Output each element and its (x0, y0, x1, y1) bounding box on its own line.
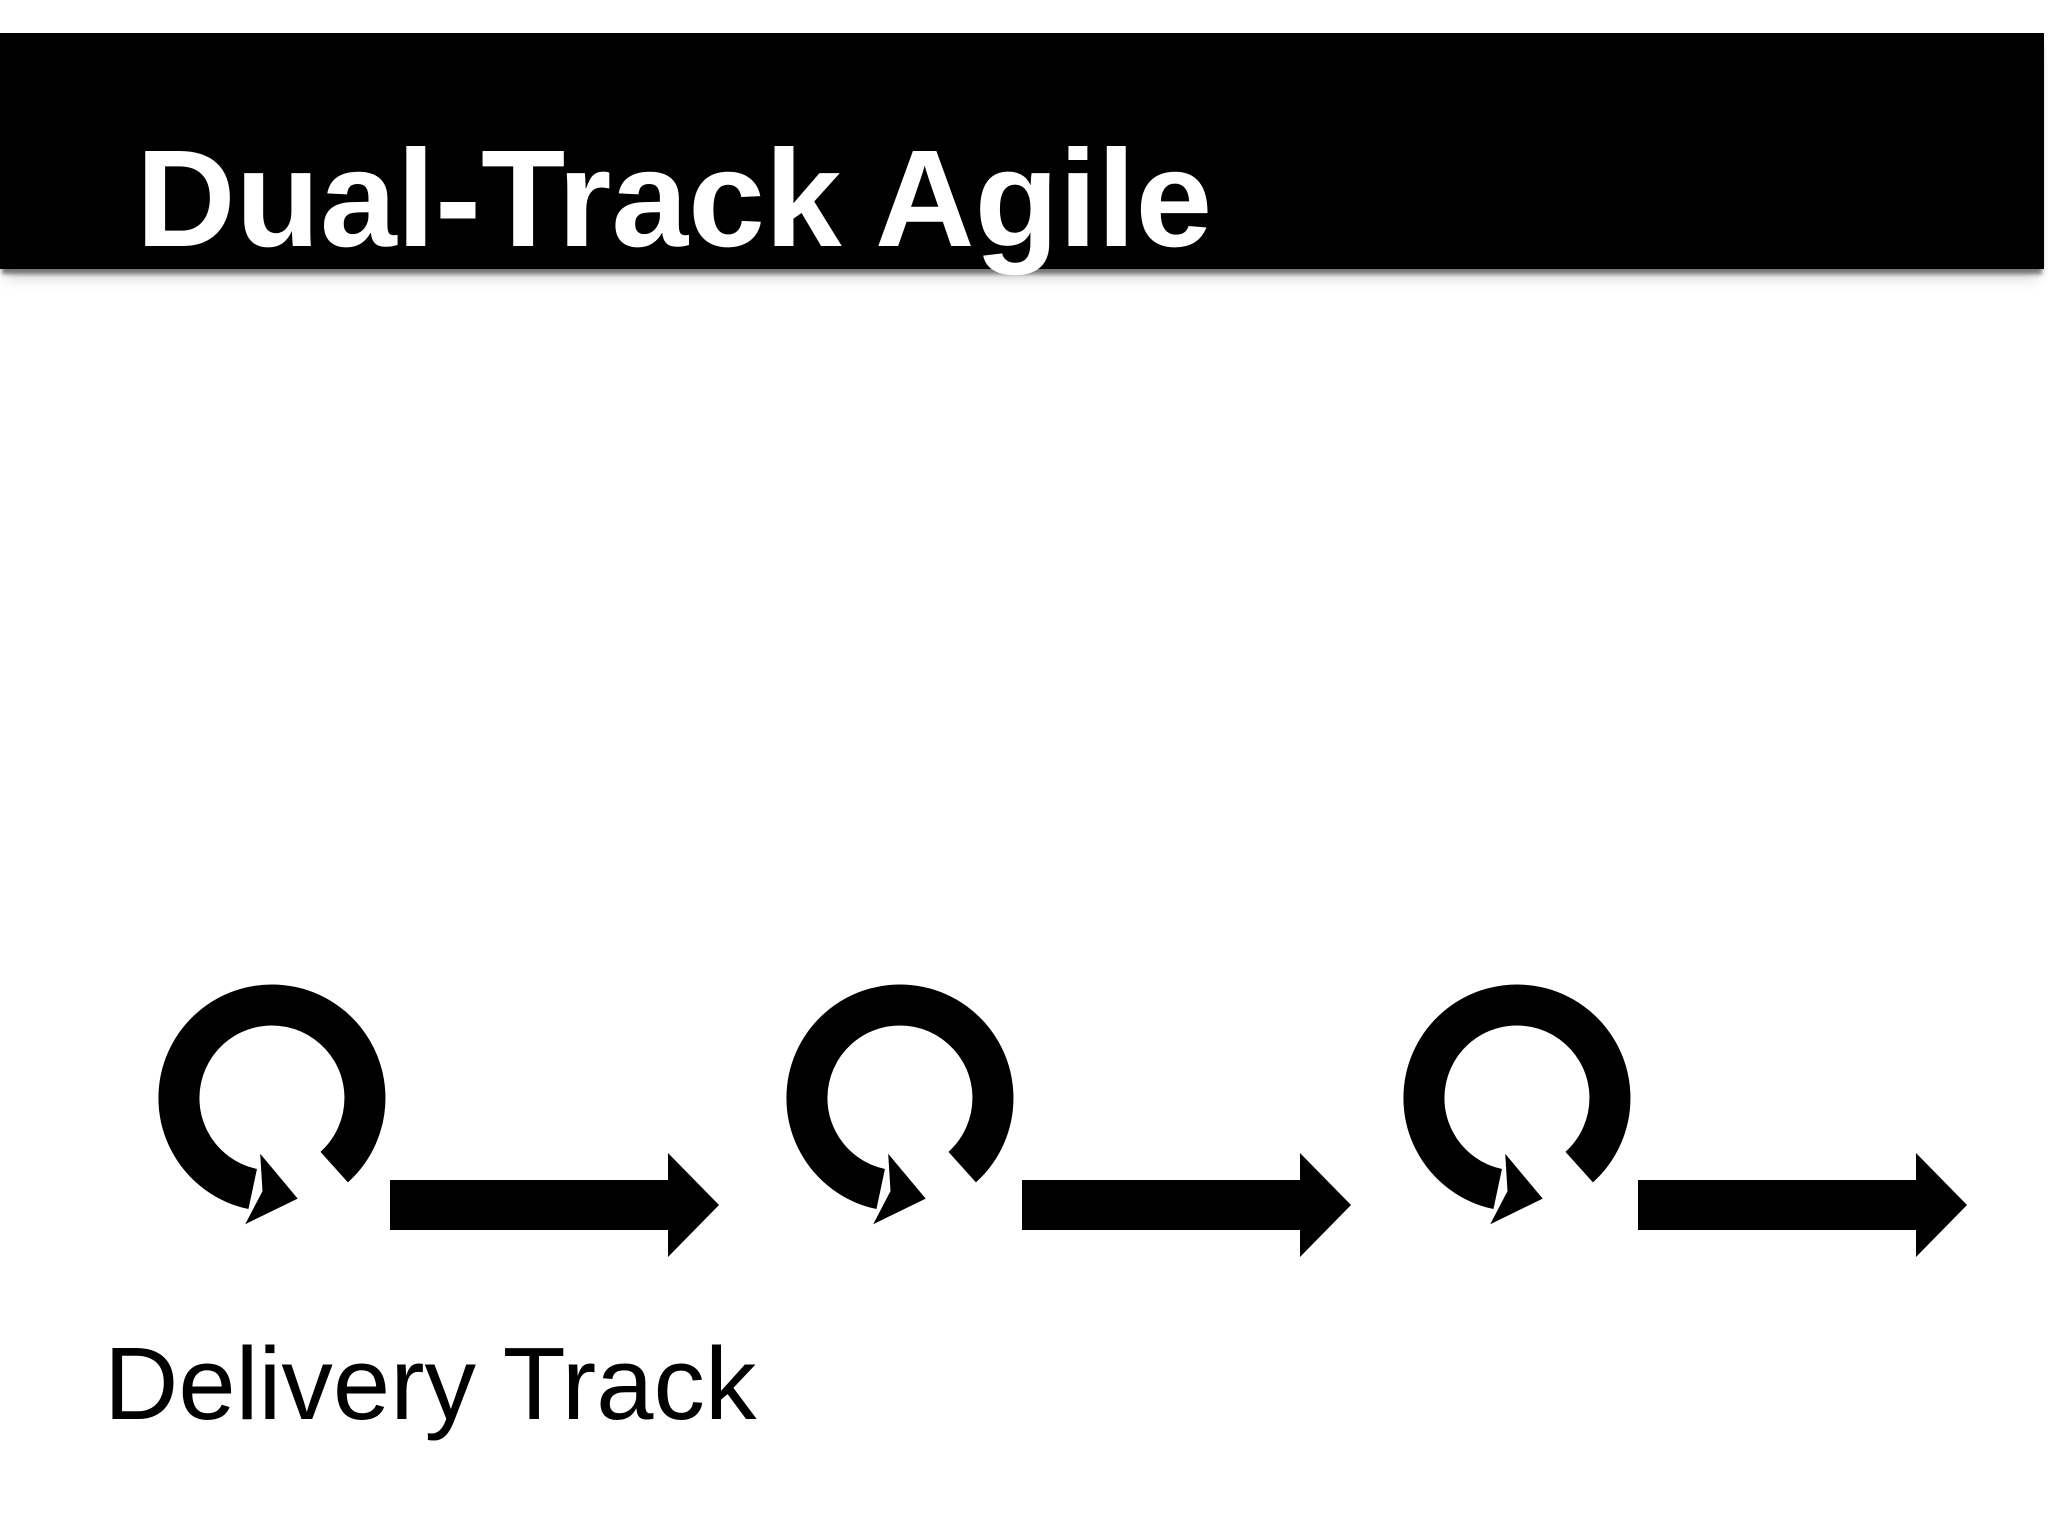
loop-arc (786, 984, 1014, 1210)
forward-arrow-icon (1638, 1153, 1967, 1257)
iteration-loop-icon (1403, 984, 1631, 1225)
loop-arrowhead (1490, 1153, 1543, 1225)
iteration-loop-icon (786, 984, 1014, 1225)
forward-arrow-icon (390, 1153, 719, 1257)
title-bar: Dual-Track Agile (0, 33, 2044, 276)
arrow-shape (390, 1153, 719, 1257)
iteration-loop-icon (158, 984, 386, 1225)
loop-arc (1403, 984, 1631, 1210)
delivery-track-label: Delivery Track (104, 1326, 757, 1441)
arrow-shape (1022, 1153, 1351, 1257)
slide-title: Dual-Track Agile (136, 122, 1213, 276)
loop-arc (158, 984, 386, 1210)
loop-arrowhead (873, 1153, 926, 1225)
forward-arrow-icon (1022, 1153, 1351, 1257)
arrow-shape (1638, 1153, 1967, 1257)
loop-arrowhead (245, 1153, 298, 1225)
